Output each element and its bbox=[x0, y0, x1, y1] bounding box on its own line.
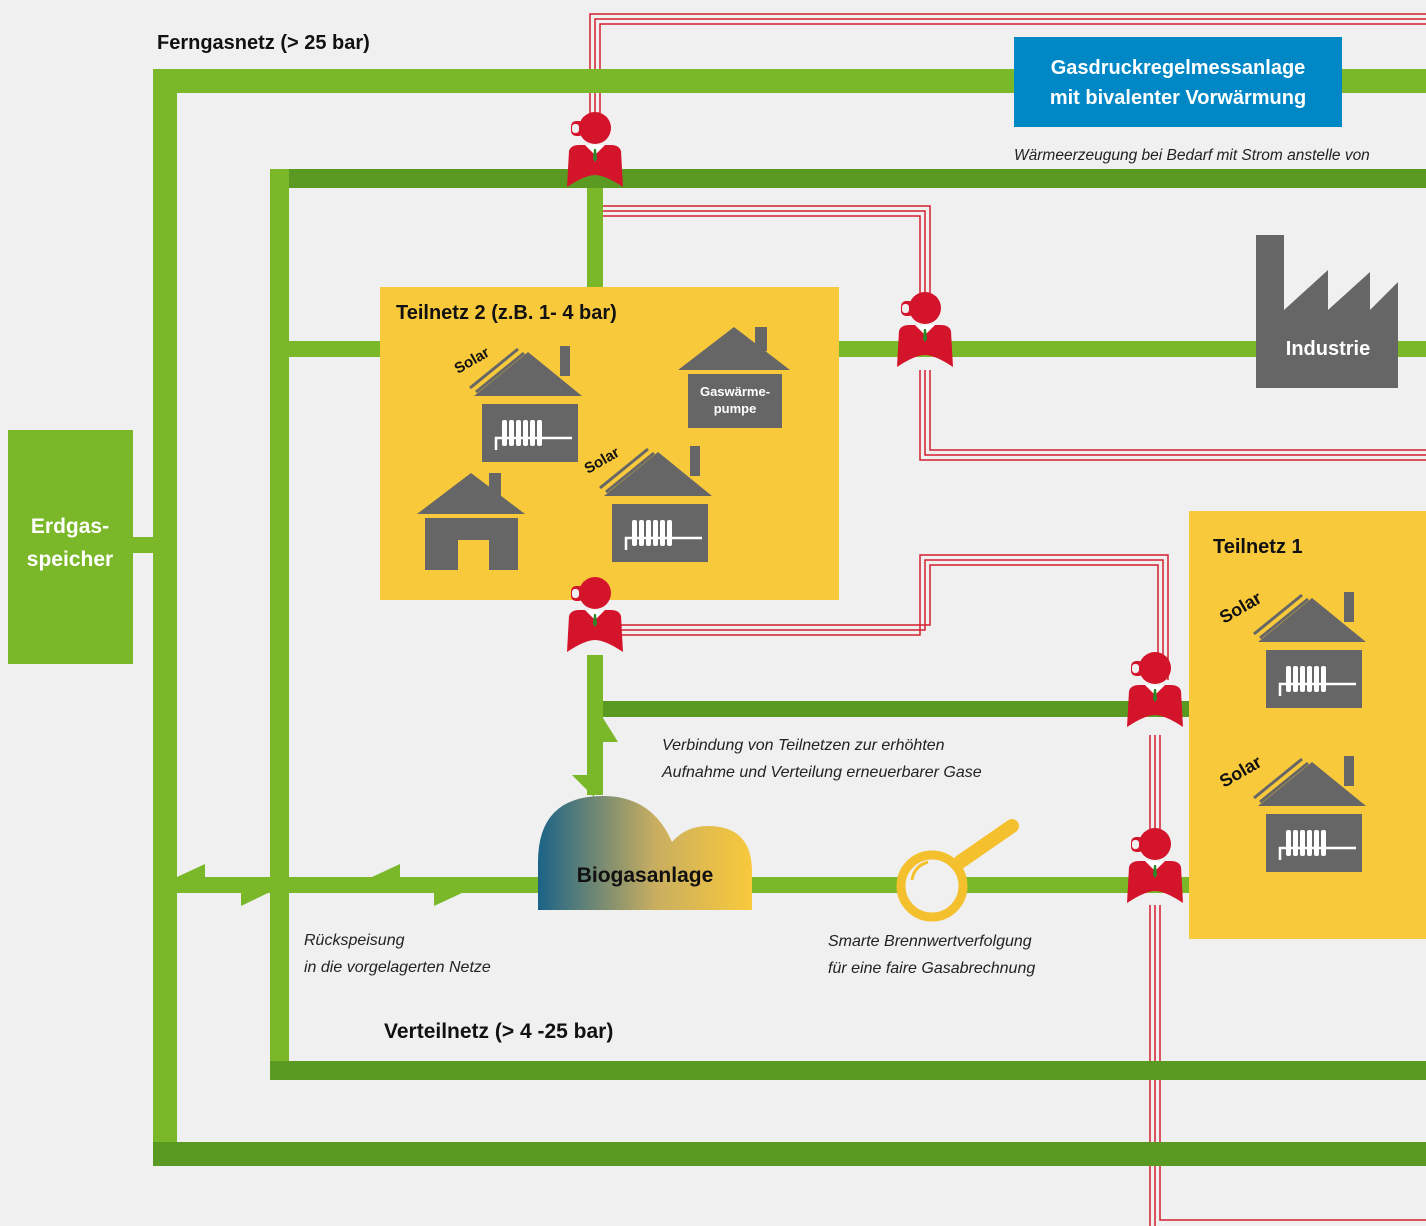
verteilnetz-label: Verteilnetz (> 4 -25 bar) bbox=[384, 1020, 613, 1043]
verteilnetz-loop bbox=[270, 169, 1426, 1080]
smart-caption-1: Smarte Brennwertverfolgung bbox=[828, 933, 1032, 950]
gdrm-label-1: Gasdruckregelmessanlage bbox=[1051, 57, 1306, 79]
teilnetz-1-label: Teilnetz 1 bbox=[1213, 536, 1303, 558]
verbindung-caption-1: Verbindung von Teilnetzen zur erhöhten bbox=[662, 737, 945, 754]
gaswaermepumpe-house-icon: Gaswärme- pumpe bbox=[678, 327, 790, 428]
ferngasnetz-label: Ferngasnetz (> 25 bar) bbox=[157, 32, 370, 54]
teilnetz-2-label: Teilnetz 2 (z.B. 1- 4 bar) bbox=[396, 302, 617, 324]
biogasanlage: Biogasanlage bbox=[538, 796, 752, 910]
erdgasspeicher: Erdgas- speicher bbox=[8, 430, 133, 664]
teilnetz-1: Teilnetz 1 Solar Solar bbox=[1189, 511, 1426, 939]
rueckspeisung-caption-1: Rückspeisung bbox=[304, 932, 405, 949]
rueckspeisung-caption-2: in die vorgelagerten Netze bbox=[304, 959, 491, 976]
smart-caption-2: für eine faire Gasabrechnung bbox=[828, 960, 1035, 977]
gaswaermepumpe-label-2: pumpe bbox=[714, 401, 757, 416]
house-icon bbox=[417, 473, 525, 570]
industrie-label: Industrie bbox=[1286, 338, 1370, 360]
biogasanlage-label: Biogasanlage bbox=[577, 864, 714, 887]
gaswaermepumpe-label-1: Gaswärme- bbox=[700, 384, 770, 399]
gasdruckregelmessanlage-box: Gasdruckregelmessanlage mit bivalenter V… bbox=[1014, 37, 1342, 127]
industrie-factory-icon: Industrie bbox=[1256, 235, 1398, 388]
magnifier-icon bbox=[896, 819, 1019, 922]
teilnetz-2: Teilnetz 2 (z.B. 1- 4 bar) Solar Solar G… bbox=[380, 287, 839, 600]
waermeerzeugung-caption: Wärmeerzeugung bei Bedarf mit Strom anst… bbox=[1014, 147, 1370, 164]
storage-label-2: speicher bbox=[27, 548, 113, 571]
verbindung-caption-2: Aufnahme und Verteilung erneuerbarer Gas… bbox=[661, 764, 982, 781]
gdrm-label-2: mit bivalenter Vorwärmung bbox=[1050, 87, 1306, 109]
storage-label-1: Erdgas- bbox=[31, 515, 109, 538]
